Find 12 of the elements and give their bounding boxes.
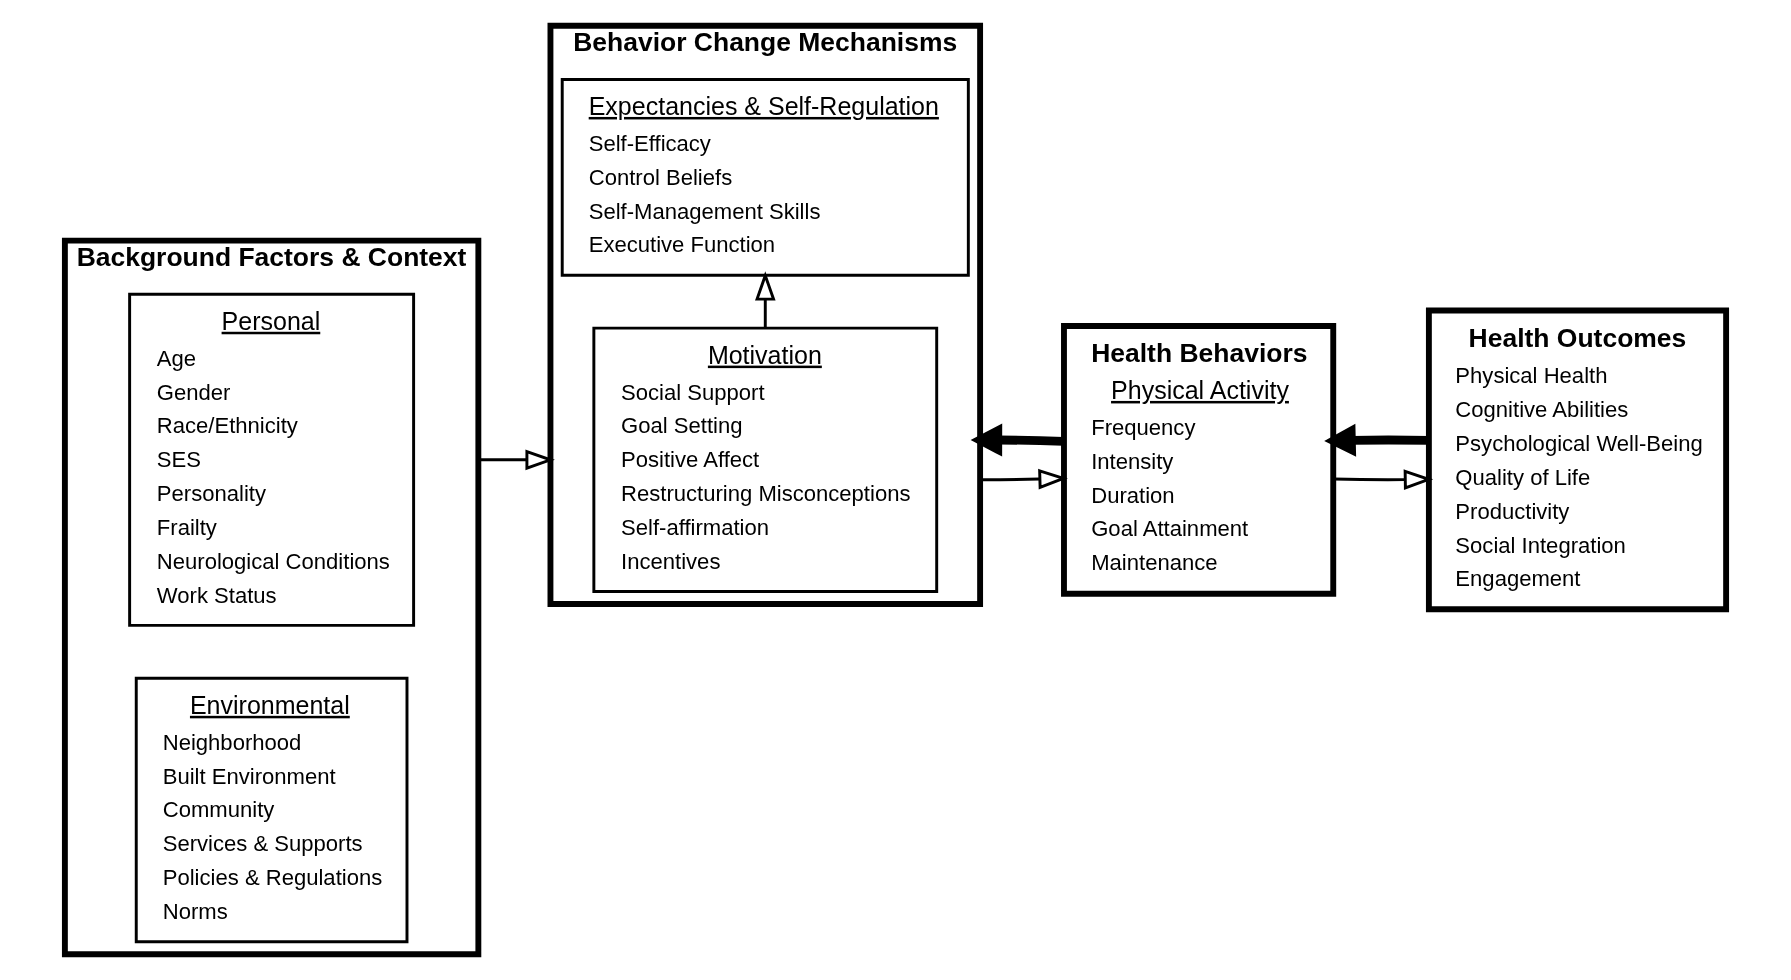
arrow: [1324, 423, 1429, 457]
node-box: Personal Age Gender Race/Ethnicity SES Personality Frailty Neurological Conditions Work Status: [128, 292, 416, 627]
node-box: Health Behaviors Physical Activity Frequency Intensity Duration Goal Attainment Maintenance: [1061, 323, 1337, 597]
arrow: [478, 449, 555, 471]
node-box: Health Outcomes Physical Health Cognitive Abilities Psychological Well-Being Quality of Life Productivity Social Integration Engagement: [1425, 307, 1730, 613]
arrow: [1333, 469, 1434, 490]
arrow: [980, 468, 1068, 490]
node-box: Motivation Social Support Goal Setting Positive Affect Restructuring Misconceptions Self-affirmation Incentives: [592, 326, 939, 593]
arrow: [754, 271, 776, 328]
node-box: Environmental Neighborhood Built Environment Community Services & Supports Policies & Regulations Norms: [134, 676, 409, 944]
arrow: [970, 423, 1064, 457]
node-box: Expectancies & Self-Regulation Self-Efficacy Control Beliefs Self-Management Skills Executive Function: [560, 78, 970, 277]
